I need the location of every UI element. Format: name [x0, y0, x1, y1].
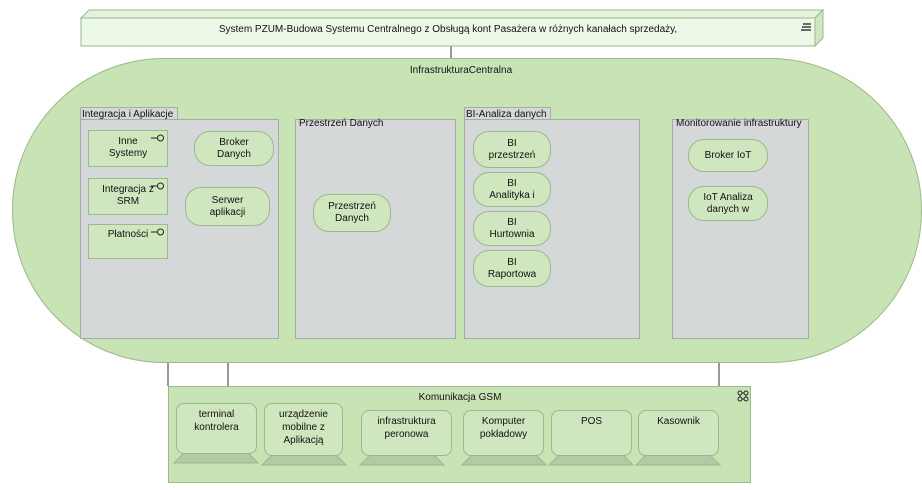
service-przestrzen-danych[interactable]: Przestrzeń Danych: [313, 194, 391, 232]
interface-integracja-srm[interactable]: [88, 178, 168, 215]
gsm-title: Komunikacja GSM: [418, 392, 502, 403]
top-system-title: System PZUM-Budowa Systemu Centralnego z…: [218, 24, 678, 35]
service-bi-raportowa[interactable]: BI Raportowa: [473, 250, 551, 287]
service-serwer-aplikacji[interactable]: Serwer aplikacji: [185, 187, 270, 226]
device-kasownik[interactable]: Kasownik: [638, 410, 719, 456]
service-broker-danych[interactable]: Broker Danych: [194, 131, 274, 166]
service-broker-iot[interactable]: Broker IoT: [688, 139, 768, 172]
interface-platnosci-label: Płatności: [107, 229, 149, 240]
service-iot-analiza[interactable]: IoT Analiza danych w: [688, 186, 768, 221]
group-tab-bi: [464, 107, 551, 120]
network-icon: [737, 390, 749, 402]
device-terminal-kontrolera[interactable]: terminal kontrolera: [176, 403, 257, 454]
service-bi-przestrzen[interactable]: BI przestrzeń: [473, 131, 551, 168]
group-tab-integration: [80, 107, 178, 120]
infrastructure-title: InfrastrukturaCentralna: [409, 65, 513, 76]
service-bi-hurtownia[interactable]: BI Hurtownia: [473, 211, 551, 246]
device-pos[interactable]: POS: [551, 410, 632, 456]
group-bi-title: BI-Analiza danych: [466, 109, 547, 120]
device-komputer-pokladowy[interactable]: Komputer pokładowy: [463, 410, 544, 456]
interface-icon: [151, 228, 164, 236]
interface-integracja-srm-label: Integracja z SRM: [102, 184, 154, 207]
top-system-box-shape: [79, 8, 825, 48]
interface-inne-systemy-label: Inne Systemy: [108, 136, 148, 159]
interface-platnosci[interactable]: [88, 224, 168, 259]
group-integration-title: Integracja i Aplikacje: [82, 109, 174, 120]
interface-inne-systemy[interactable]: [88, 130, 168, 167]
group-data-space-title: Przestrzeń Danych: [299, 118, 384, 129]
interface-icon: [151, 134, 164, 142]
device-infrastruktura-peronowa[interactable]: infrastruktura peronowa: [361, 410, 452, 456]
device-urzadzenie-mobilne[interactable]: urządzenie mobilne z Aplikacją: [264, 403, 343, 456]
interface-icon: [151, 182, 164, 190]
service-bi-analityka[interactable]: BI Analityka i: [473, 172, 551, 207]
group-monitoring-title: Monitorowanie infrastruktury: [676, 118, 802, 129]
